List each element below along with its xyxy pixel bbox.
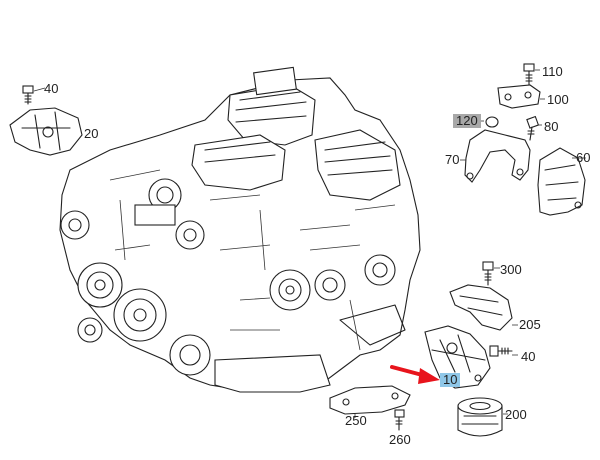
engine-block [59, 66, 421, 393]
callout-100: 100 [547, 92, 569, 107]
callout-40-top: 40 [44, 81, 59, 96]
part-205-heat-shield [449, 284, 518, 331]
callout-205: 205 [519, 317, 541, 332]
callout-60: 60 [576, 150, 591, 165]
part-60-heat-shield [537, 147, 586, 216]
callout-10: 10 [440, 373, 461, 387]
callout-250: 250 [345, 413, 367, 428]
part-20-mount-bracket [9, 107, 83, 156]
callout-110: 110 [542, 64, 563, 79]
part-120-sleeve [478, 116, 499, 128]
callout-300: 300 [500, 262, 522, 277]
bolt-110 [523, 63, 540, 87]
callout-20: 20 [84, 126, 99, 141]
callout-40-bottom: 40 [521, 349, 536, 364]
part-250-plate [329, 385, 411, 418]
part-70-bracket [460, 129, 531, 183]
callout-260: 260 [389, 432, 411, 447]
callout-70: 70 [445, 152, 460, 167]
callout-120: 120 [453, 114, 481, 128]
bolt-40-top [22, 85, 46, 105]
red-arrow-indicator [390, 365, 440, 384]
part-200-mount [457, 397, 508, 437]
callout-80: 80 [544, 119, 559, 134]
part-100-bracket [497, 84, 545, 109]
callout-200: 200 [505, 407, 527, 422]
bolt-40-bottom [489, 345, 518, 357]
bolt-300 [482, 261, 500, 286]
part-10-engine-mount-bracket [424, 325, 491, 389]
bolt-260 [394, 409, 405, 431]
bolt-80 [526, 115, 542, 141]
